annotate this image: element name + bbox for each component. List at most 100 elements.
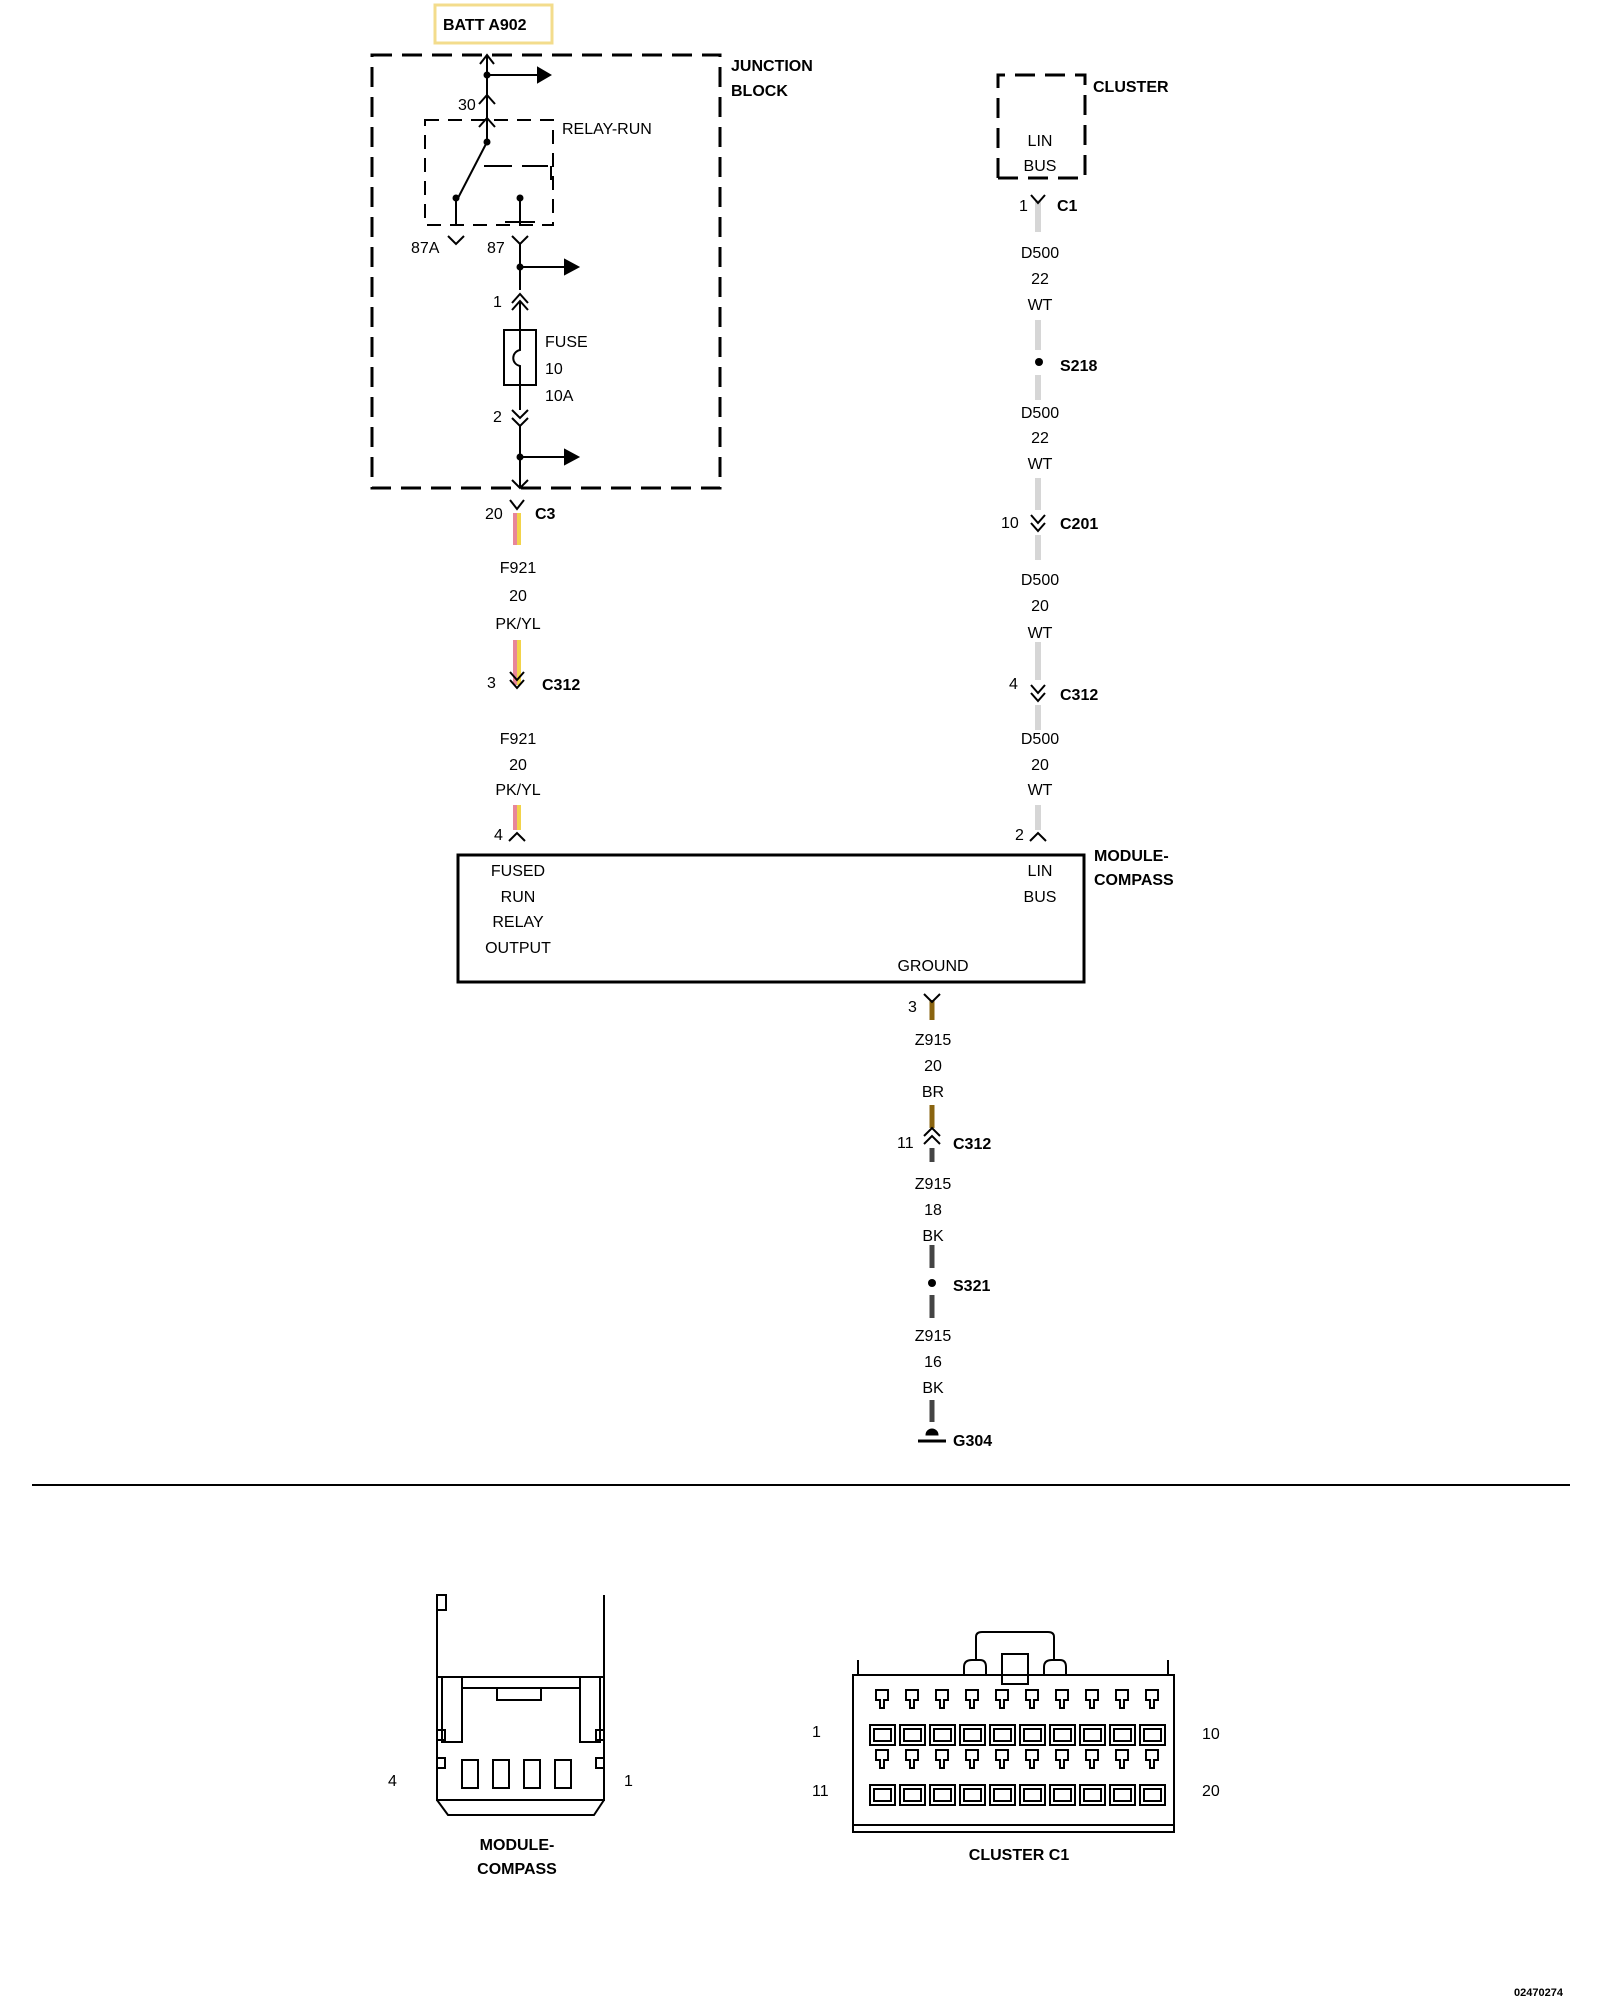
- c1-name: C1: [1057, 198, 1078, 215]
- cluster-cavity: [1109, 1784, 1136, 1806]
- cluster-lin-bus-2: BUS: [1024, 158, 1057, 175]
- cluster-cavity: [1019, 1724, 1046, 1746]
- cluster-view-pin-1: 1: [812, 1724, 821, 1741]
- module-left-pin: 4: [494, 827, 503, 844]
- cluster-cavity-terminal: [933, 1788, 952, 1802]
- relay-run-label: RELAY-RUN: [562, 121, 652, 138]
- relay-pin-87a: 87A: [411, 240, 440, 257]
- fuse-10: [503, 292, 537, 488]
- module-fused-run-relay-output-3: RELAY: [492, 914, 544, 931]
- g304-label: G304: [953, 1433, 992, 1450]
- wire-z915-circuit-2: Z915: [915, 1176, 952, 1193]
- cluster-view-pin-20: 20: [1202, 1783, 1220, 1800]
- cluster-cavity-terminal: [933, 1728, 952, 1742]
- cluster-cavity: [1019, 1784, 1046, 1806]
- s218-splice: [1035, 358, 1043, 366]
- cluster-cavity-latch: [995, 1749, 1009, 1769]
- cluster-c1-connector-view: [852, 1631, 1175, 1833]
- cluster-cavity-terminal: [873, 1728, 892, 1742]
- c201-connector: [1030, 514, 1046, 533]
- c312-ground-name: C312: [953, 1136, 991, 1153]
- cluster-cavity-terminal: [1023, 1728, 1042, 1742]
- fuse-pin-1: 1: [493, 294, 502, 311]
- cluster-cavity-terminal: [1053, 1788, 1072, 1802]
- c3-pin: 20: [485, 506, 503, 523]
- cluster-cavity: [959, 1724, 986, 1746]
- cluster-lin-bus: LIN: [1028, 133, 1053, 150]
- wire-d500-gauge-4: 20: [1031, 757, 1049, 774]
- cluster-cavity-latch: [875, 1749, 889, 1769]
- cluster-cavity-latch: [935, 1749, 949, 1769]
- cluster-cavity-latch: [1025, 1689, 1039, 1709]
- wire-d500-circuit-3: D500: [1021, 572, 1059, 589]
- cluster-cavity: [1139, 1724, 1166, 1746]
- wire-z915-gauge-3: 16: [924, 1354, 942, 1371]
- cluster-cavity-terminal: [1023, 1788, 1042, 1802]
- cluster-view-pin-10: 10: [1202, 1726, 1220, 1743]
- module-pin-4: [508, 831, 526, 842]
- wire-d500-color: WT: [1028, 297, 1053, 314]
- s321-label: S321: [953, 1278, 990, 1295]
- cluster-cavity-latch: [1085, 1689, 1099, 1709]
- module-pin-3: [923, 993, 941, 1004]
- relay-run-box: [424, 119, 554, 226]
- wire-f921-circuit: F921: [500, 560, 537, 577]
- splice-dot: [516, 453, 524, 461]
- cluster-cavity-terminal: [963, 1788, 982, 1802]
- module-lin-bus: LIN: [1028, 863, 1053, 880]
- cluster-view-label: CLUSTER C1: [969, 1847, 1070, 1864]
- cluster-cavity: [1109, 1724, 1136, 1746]
- cluster-cavity: [899, 1724, 926, 1746]
- cluster-cavity-latch: [995, 1689, 1009, 1709]
- s321-splice: [928, 1279, 936, 1287]
- cluster-cavity-latch: [1115, 1689, 1129, 1709]
- c312-ground-pin: 11: [897, 1135, 914, 1152]
- c312-right-name: C312: [1060, 687, 1098, 704]
- module-ground-pin: 3: [908, 999, 917, 1016]
- c312-left-name: C312: [542, 677, 580, 694]
- compass-view-pin-4: 4: [388, 1773, 397, 1790]
- wire-z915-circuit: Z915: [915, 1032, 952, 1049]
- cluster-cavity-terminal: [873, 1788, 892, 1802]
- cluster-cavity-latch: [935, 1689, 949, 1709]
- wire-z915-color-3: BK: [922, 1380, 944, 1397]
- batt-label: BATT A902: [443, 17, 527, 34]
- junction-block-label: JUNCTION: [731, 58, 813, 75]
- module-right-pin: 2: [1015, 827, 1024, 844]
- cluster-cavity: [869, 1784, 896, 1806]
- cluster-cavity: [929, 1724, 956, 1746]
- cluster-cavity-terminal: [903, 1728, 922, 1742]
- wire-d500-gauge-3: 20: [1031, 598, 1049, 615]
- relay-contacts: [455, 116, 552, 225]
- wire-d500-circuit-2: D500: [1021, 405, 1059, 422]
- cluster-cavity-latch: [1145, 1689, 1159, 1709]
- module-pin-2: [1029, 831, 1047, 842]
- c312-ground-connector: [923, 1126, 941, 1145]
- c312-right-pin: 4: [1009, 676, 1018, 693]
- branch-87: [520, 258, 581, 276]
- junction-block-label-2: BLOCK: [731, 83, 788, 100]
- cluster-cavity-terminal: [1053, 1728, 1072, 1742]
- wire-f921-color: PK/YL: [495, 616, 540, 633]
- branch-fuse-out: [511, 448, 581, 490]
- cluster-cavity-terminal: [993, 1728, 1012, 1742]
- compass-view-pin-1: 1: [624, 1773, 633, 1790]
- c1-pin: 1: [1019, 198, 1028, 215]
- cluster-cavity: [959, 1784, 986, 1806]
- cluster-cavity: [869, 1724, 896, 1746]
- wire-d500-circuit-4: D500: [1021, 731, 1059, 748]
- cluster-cavity-terminal: [963, 1728, 982, 1742]
- compass-connector-view: [436, 1594, 605, 1816]
- wire-d500-circuit: D500: [1021, 245, 1059, 262]
- cluster-cavity-latch: [1145, 1749, 1159, 1769]
- cluster-cavity-latch: [1055, 1689, 1069, 1709]
- relay-contact-87: [516, 194, 524, 202]
- module-fused-run-relay-output: FUSED: [491, 863, 545, 880]
- cluster-label: CLUSTER: [1093, 79, 1169, 96]
- batt-source-box: [433, 3, 554, 45]
- wire-d500-gauge-2: 22: [1031, 430, 1049, 447]
- cluster-cavity: [1049, 1724, 1076, 1746]
- pin-30-feed: [478, 53, 552, 120]
- cluster-cavity-latch: [875, 1689, 889, 1709]
